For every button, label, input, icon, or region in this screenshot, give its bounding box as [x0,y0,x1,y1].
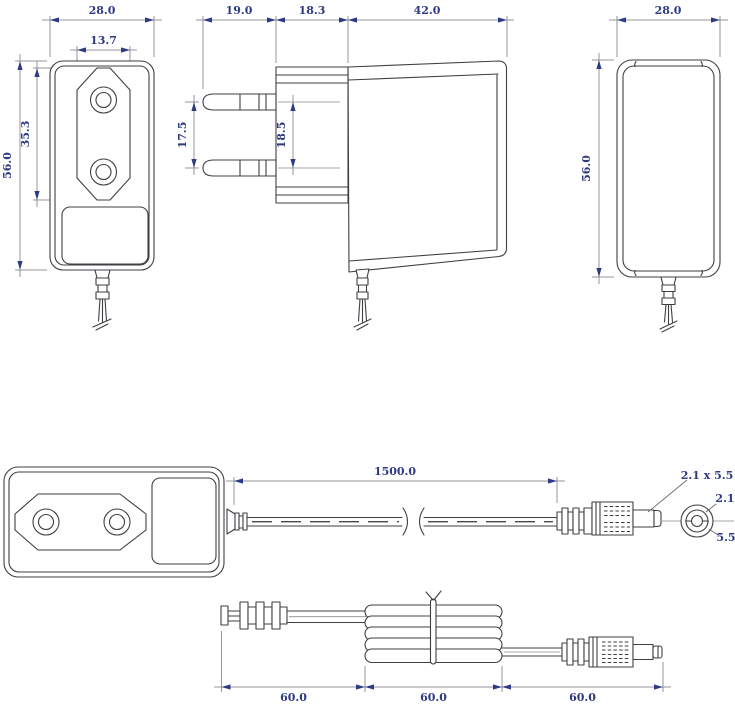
plug-nose [275,66,349,204]
label-area-2 [151,477,217,565]
side-view-inner-dimension: 18.5 [275,95,296,175]
dc-plug-side [556,501,662,536]
pin-hole-left-inner [37,513,55,531]
pin-hole-top [89,86,118,114]
front-cable-exit [92,269,112,331]
cable-length-dimension: 1500.0 [226,465,565,505]
pin-hole-bottom-inner [95,163,112,181]
cable-assembly-view: 1500.0 [3,465,735,578]
side-body-outline [347,60,508,273]
dim-coil-segment3: 60.0 [569,691,596,704]
plug2-barrel [632,643,654,661]
coil-strain-relief [220,601,369,630]
cable-tie-ends [425,590,442,601]
leader-pin-diameter [705,503,717,513]
cable-break-left [402,507,409,536]
pin-hole-right-inner [108,513,126,531]
front-view: 28.0 13.7 56.0 35.3 [1,4,162,331]
dim-front-recess-width: 13.7 [90,34,117,47]
side-cable-exit [353,268,372,331]
dim-coil-segment2: 60.0 [420,691,447,704]
pin-hole-bottom [89,158,118,186]
side-view: 19.0 18.3 42.0 17.5 18.5 [176,4,514,331]
pin-hole-right [103,508,131,536]
pin-hole-top-inner [95,91,112,109]
coil-dc-plug [501,636,663,668]
dim-pin-span-inner: 18.5 [275,122,288,149]
rear-cable-exit [659,276,678,333]
cable-run [226,507,557,536]
dim-front-body-width: 28.0 [89,4,116,17]
dim-rear-body-height: 56.0 [580,155,593,182]
dim-pin-length: 19.0 [226,4,253,17]
pin-hole-left [32,508,60,536]
dim-nose-depth: 18.3 [299,4,326,17]
rear-body-outline [616,59,721,278]
adapter-body-inner-line [8,471,220,573]
cable-tie [429,598,437,665]
label-area [61,206,149,265]
dim-front-body-height: 56.0 [1,152,14,179]
dim-pin-span-outer: 17.5 [176,122,189,149]
dim-cable-length: 1500.0 [374,465,416,478]
europlug-recess-horizontal [14,493,147,551]
side-body-edge-lines [347,73,499,262]
rear-view: 28.0 56.0 [580,4,728,333]
rear-body-inner-line [622,65,715,272]
front-body-inner-line [54,65,150,266]
leader-outer-diameter [708,528,719,536]
front-view-dimensions: 28.0 13.7 56.0 35.3 [1,4,162,277]
coil-dimensions: 60.0 60.0 60.0 [214,631,671,704]
dim-coil-segment1: 60.0 [280,691,307,704]
dim-body-depth: 42.0 [414,4,441,17]
cable-break-right [418,507,425,536]
coiled-cable-view: 60.0 60.0 60.0 [214,590,671,704]
dim-plug-size: 2.1 x 5.5 [681,469,734,482]
dim-plug-outer-diameter: 5.5 [716,531,735,544]
dim-rear-body-width: 28.0 [655,4,682,17]
side-view-dimensions: 19.0 18.3 42.0 17.5 [176,4,514,175]
plug-grip [591,501,634,536]
dc-plug-front: 2.1 x 5.5 2.1 5.5 [647,469,735,544]
rear-view-dimensions: 28.0 56.0 [580,4,728,284]
cable-coil [364,590,503,665]
rear-corner-ticks [634,60,703,277]
leader-plug-size [647,479,688,513]
dim-front-recess-height: 35.3 [19,121,32,148]
dim-plug-pin-diameter: 2.1 [715,492,734,505]
plug-barrel [632,509,655,528]
